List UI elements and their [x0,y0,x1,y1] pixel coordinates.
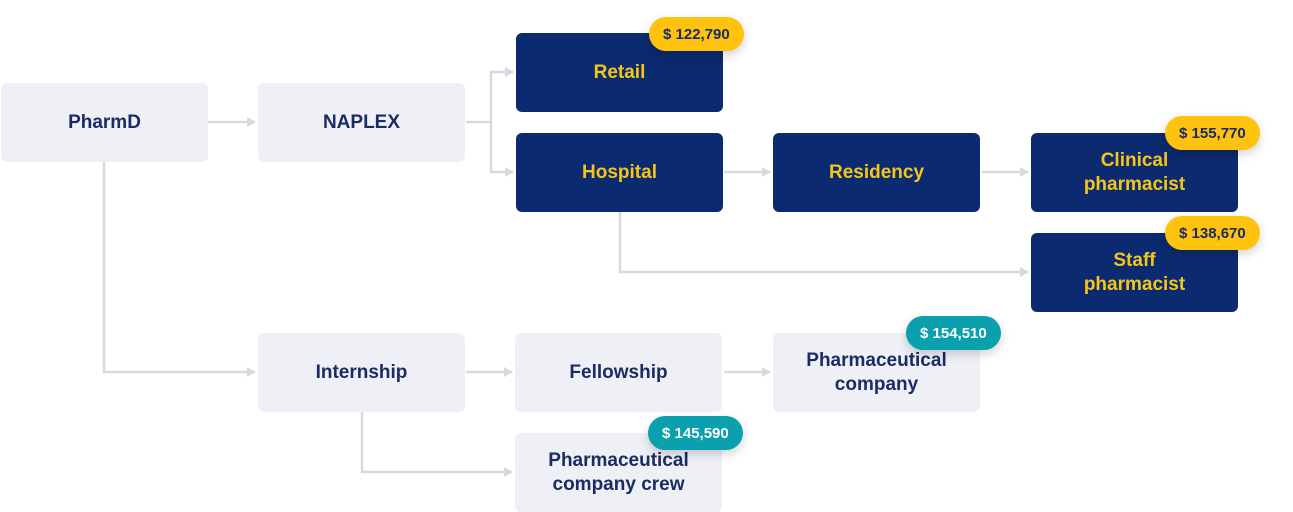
node-residency-label: Residency [828,161,925,183]
salary-badge-staff-pharmacist-text: $ 138,670 [1179,224,1246,242]
salary-badge-pharmaceutical-company-crew-text: $ 145,590 [662,424,729,442]
node-fellowship-label: Fellowship [569,361,668,383]
salary-badge-pharmaceutical-company: $ 154,510 [906,316,1001,350]
node-pharmaceutical-company-crew-label: Pharmaceutical company crew [548,449,689,495]
node-staff-pharmacist: Staff pharmacist [1031,233,1238,312]
salary-badge-retail: $ 122,790 [649,17,744,51]
node-staff-pharmacist-label: Staff pharmacist [1083,249,1186,295]
node-hospital-label: Hospital [582,161,657,183]
salary-badge-pharmaceutical-company-text: $ 154,510 [920,324,987,342]
node-naplex: NAPLEX [258,83,465,162]
salary-badge-pharmaceutical-company-crew: $ 145,590 [648,416,743,450]
node-clinical-pharmacist-label: Clinical pharmacist [1083,149,1186,195]
connector-naplex-retail [489,67,514,122]
connector-internship-crew [360,412,513,477]
salary-badge-retail-text: $ 122,790 [663,25,730,43]
node-pharmd: PharmD [1,83,208,162]
node-pharmd-label: PharmD [68,111,141,133]
node-retail-label: Retail [593,61,646,83]
node-fellowship: Fellowship [515,333,722,412]
node-naplex-label: NAPLEX [322,111,401,133]
node-pharmaceutical-company-label: Pharmaceutical company [806,349,947,395]
node-hospital: Hospital [516,133,723,212]
node-internship-label: Internship [315,361,408,383]
connector-hospital-staff [618,212,1029,277]
node-residency: Residency [773,133,980,212]
connector-naplex-hospital [489,122,514,177]
salary-badge-clinical-pharmacist-text: $ 155,770 [1179,124,1246,142]
node-internship: Internship [258,333,465,412]
salary-badge-clinical-pharmacist: $ 155,770 [1165,116,1260,150]
salary-badge-staff-pharmacist: $ 138,670 [1165,216,1260,250]
connector-pharmd-internship [102,162,256,377]
